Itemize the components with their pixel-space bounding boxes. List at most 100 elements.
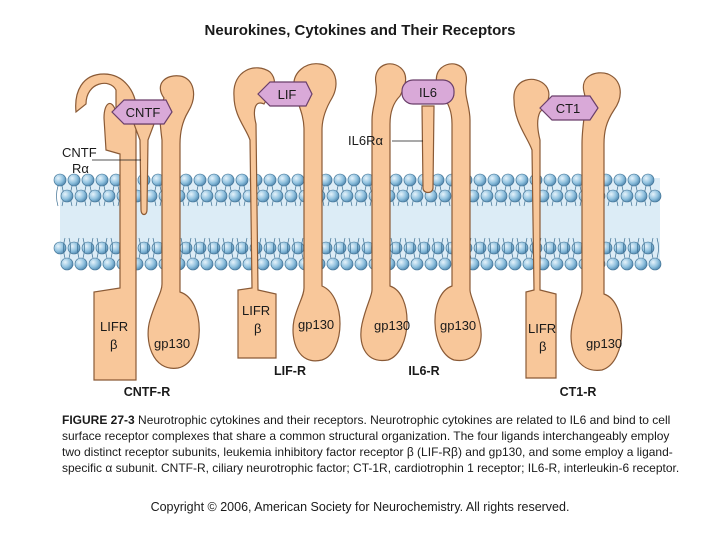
lipid-head [634,257,648,271]
lif-r-left-label-line1: LIFR [242,303,270,318]
il6-r-gp130-left [360,63,408,362]
lipid-head [648,189,662,203]
ct1-ligand-label: CT1 [556,101,581,116]
lipid-head [410,189,424,203]
il6-ligand-label: IL6 [419,85,437,100]
lipid-head [473,173,487,187]
lipid-head [340,189,354,203]
lipid-head [396,189,410,203]
il6-ligand-shape [401,79,455,105]
lipid-head [641,173,655,187]
lipid-head [228,257,242,271]
lipid-head [256,189,270,203]
lipid-head [326,189,340,203]
lipid-head [95,173,109,187]
lipid-head [417,241,431,255]
lipid-head [221,173,235,187]
lipid-tail [651,237,659,259]
il6-r-alpha [421,105,435,194]
lipid-head [214,257,228,271]
lipid-head [627,173,641,187]
lipid-head [564,189,578,203]
lipid-tail [483,237,491,259]
lipid-head [144,257,158,271]
lif-r-name: LIF-R [274,364,306,378]
copyright-notice: Copyright © 2006, American Society for N… [150,500,570,514]
lipid-head [67,173,81,187]
lipid-head [480,189,494,203]
lipid-head [193,241,207,255]
figure-label: FIGURE 27-3 [62,413,135,427]
il6-r-name: IL6-R [408,364,439,378]
cntf-ligand: CNTF [111,99,173,125]
lipid-head [263,173,277,187]
lipid-head [543,173,557,187]
lipid-head [515,173,529,187]
lipid-tail [63,237,71,259]
lipid-head [53,241,67,255]
lipid-head [179,173,193,187]
cntf-r-left-label-line1: LIFR [100,319,128,334]
lipid-head [508,189,522,203]
lif-ligand-label: LIF [278,87,297,102]
lipid-head [256,257,270,271]
lipid-head [102,189,116,203]
lif-r-lifr-beta [233,67,277,359]
lipid-head [200,257,214,271]
il6-r-left-label: gp130 [374,318,410,333]
lipid-tail [329,237,337,259]
lipid-head [221,241,235,255]
lipid-head [179,241,193,255]
lipid-head [291,241,305,255]
lipid-head [137,241,151,255]
lipid-head [228,189,242,203]
lipid-head [403,241,417,255]
cntf-ligand-label: CNTF [126,105,161,120]
lif-r-right-label: gp130 [298,317,334,332]
lipid-head [487,173,501,187]
lipid-head [473,241,487,255]
lipid-tail [259,237,267,259]
lipid-head [347,173,361,187]
figure-caption: FIGURE 27-3 Neurotrophic cytokines and t… [62,412,682,476]
cntf-r-left-label-line2: β [110,337,117,352]
lipid-head [613,241,627,255]
lif-ligand: LIF [257,81,313,107]
lipid-head [284,257,298,271]
lipid-head [207,173,221,187]
lipid-tail [511,237,519,259]
lipid-tail [357,237,365,259]
cntf-r-gp130 [147,75,200,369]
lipid-head [207,241,221,255]
lipid-head [354,189,368,203]
lipid-tail [413,237,421,259]
lipid-head [557,241,571,255]
lipid-head [494,189,508,203]
lipid-tail [231,237,239,259]
lipid-head [333,173,347,187]
lipid-head [389,173,403,187]
lipid-head [480,257,494,271]
lipid-head [389,241,403,255]
lipid-head [235,241,249,255]
lipid-head [431,173,445,187]
lipid-head [270,257,284,271]
lipid-head [81,241,95,255]
lipid-tail [609,237,617,259]
lipid-head [60,257,74,271]
lipid-head [550,257,564,271]
lipid-head [186,257,200,271]
lipid-head [606,189,620,203]
receptor-diagram: CNTF LIF IL6 CT1 CNTF Rα IL6Rα LIFR β gp… [53,63,662,399]
cntf-r-name: CNTF-R [124,385,171,399]
lipid-head [620,189,634,203]
ct1-r-left-label-line1: LIFR [528,321,556,336]
subunit-labels: LIFR β gp130 LIFR β gp130 gp130 gp130 LI… [100,303,622,354]
lipid-head [74,189,88,203]
lipid-tail [91,237,99,259]
lipid-head [515,241,529,255]
lipid-head [291,173,305,187]
lipid-head [53,173,67,187]
complex-names: CNTF-R LIF-R IL6-R CT1-R [124,364,597,399]
lipid-head [88,257,102,271]
